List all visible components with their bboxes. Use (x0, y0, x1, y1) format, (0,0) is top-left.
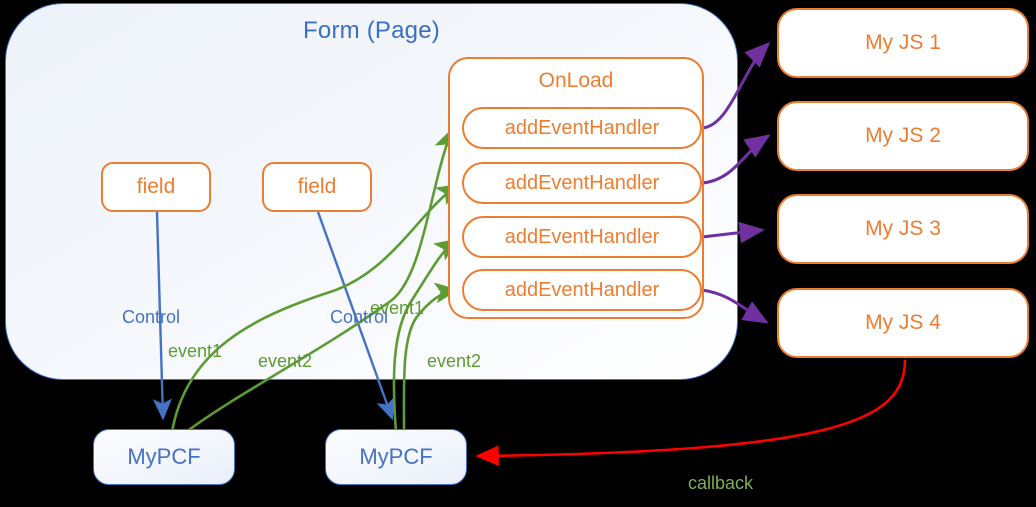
edge-label-event2-a: event2 (258, 351, 313, 371)
add-event-handler-3-label: addEventHandler (504, 225, 660, 248)
edge-label-callback: callback (688, 473, 754, 493)
field-box-1-label: field (136, 175, 176, 198)
field-box-2-label: field (297, 175, 337, 198)
edge-label-control-1: Control (122, 307, 181, 327)
js-box-1[interactable]: My JS 1 (777, 8, 1029, 78)
js-box-4[interactable]: My JS 4 (777, 288, 1029, 358)
add-event-handler-4[interactable]: addEventHandler (462, 269, 702, 311)
page-title: Form (Page) (303, 17, 440, 44)
js-box-3[interactable]: My JS 3 (777, 194, 1029, 264)
field-box-2[interactable]: field (262, 162, 372, 212)
edge-label-event1-b: event1 (370, 298, 425, 318)
add-event-handler-2-label: addEventHandler (504, 171, 660, 194)
add-event-handler-1-label: addEventHandler (504, 116, 660, 139)
edge-label-event1-a: event1 (168, 341, 223, 361)
add-event-handler-1[interactable]: addEventHandler (462, 107, 702, 149)
onload-title: OnLoad (538, 69, 614, 92)
pcf-box-2[interactable]: MyPCF (325, 429, 467, 485)
pcf-box-1[interactable]: MyPCF (93, 429, 235, 485)
add-event-handler-2[interactable]: addEventHandler (462, 162, 702, 204)
pcf-box-1-label: MyPCF (127, 444, 201, 469)
add-event-handler-4-label: addEventHandler (504, 278, 660, 301)
pcf-box-2-label: MyPCF (359, 444, 433, 469)
add-event-handler-3[interactable]: addEventHandler (462, 216, 702, 258)
edge-label-event2-b: event2 (427, 351, 482, 371)
js-box-1-label: My JS 1 (865, 31, 941, 54)
js-box-2[interactable]: My JS 2 (777, 101, 1029, 171)
js-box-2-label: My JS 2 (865, 124, 941, 147)
edge-label-control-2: Control (330, 307, 389, 327)
js-box-4-label: My JS 4 (865, 311, 941, 334)
field-box-1[interactable]: field (101, 162, 211, 212)
js-box-3-label: My JS 3 (865, 217, 941, 240)
